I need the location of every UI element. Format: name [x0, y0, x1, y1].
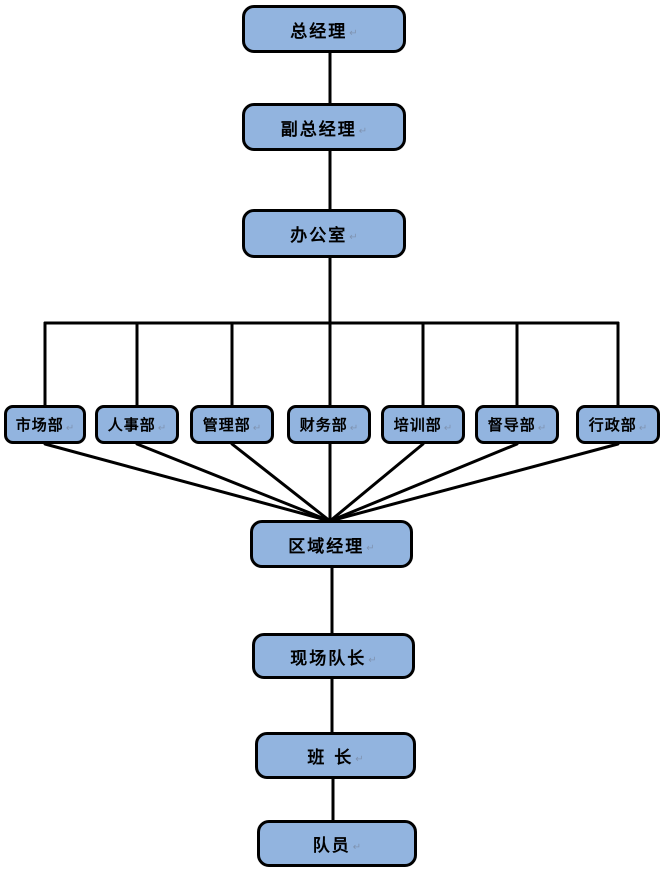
connector-line — [43, 442, 332, 523]
org-node-training-dept[interactable]: 培训部↵ — [381, 405, 465, 444]
paragraph-mark-icon: ↵ — [366, 542, 375, 554]
org-node-label: 行政部 — [588, 416, 637, 434]
paragraph-mark-icon: ↵ — [349, 27, 358, 39]
org-node-label: 副总经理 — [280, 119, 357, 140]
connector-line — [230, 442, 332, 523]
org-node-supervision-dept[interactable]: 督导部↵ — [475, 405, 559, 444]
paragraph-mark-icon: ↵ — [355, 754, 364, 765]
connector-line — [135, 442, 332, 523]
org-node-management-dept[interactable]: 管理部↵ — [190, 405, 274, 444]
connector-line — [328, 442, 519, 523]
connector-line — [328, 442, 620, 523]
org-node-label: 队员 — [312, 836, 351, 856]
org-node-label: 现场队长 — [290, 648, 367, 669]
paragraph-mark-icon: ↵ — [638, 423, 648, 434]
org-node-label: 班 长 — [307, 748, 354, 768]
org-node-label: 培训部 — [393, 416, 442, 434]
org-node-label: 财务部 — [299, 416, 348, 434]
paragraph-mark-icon: ↵ — [65, 423, 75, 434]
paragraph-mark-icon: ↵ — [157, 423, 167, 434]
paragraph-mark-icon: ↵ — [537, 423, 547, 434]
paragraph-mark-icon: ↵ — [349, 423, 359, 434]
org-node-site-captain[interactable]: 现场队长↵ — [252, 633, 415, 679]
org-node-label: 人事部 — [107, 416, 156, 434]
org-node-admin-dept[interactable]: 行政部↵ — [576, 405, 660, 444]
paragraph-mark-icon: ↵ — [349, 232, 358, 243]
org-node-label: 办公室 — [290, 226, 348, 246]
org-node-office[interactable]: 办公室↵ — [242, 209, 406, 258]
paragraph-mark-icon: ↵ — [352, 842, 362, 853]
paragraph-mark-icon: ↵ — [252, 423, 262, 434]
paragraph-mark-icon: ↵ — [443, 423, 453, 434]
paragraph-mark-icon: ↵ — [358, 125, 368, 137]
org-node-label: 管理部 — [202, 416, 251, 434]
connector-line — [328, 442, 425, 523]
org-node-marketing-dept[interactable]: 市场部↵ — [4, 405, 86, 444]
org-node-general-manager[interactable]: 总经理↵ — [242, 5, 406, 53]
org-node-label: 督导部 — [487, 416, 536, 434]
org-node-label: 总经理 — [290, 21, 348, 42]
org-node-finance-dept[interactable]: 财务部↵ — [287, 405, 371, 444]
org-node-regional-manager[interactable]: 区域经理↵ — [250, 520, 413, 568]
org-node-label: 市场部 — [15, 416, 64, 434]
org-node-squad-leader[interactable]: 班 长↵ — [255, 732, 416, 779]
org-node-deputy-general-manager[interactable]: 副总经理↵ — [242, 103, 406, 151]
org-node-hr-dept[interactable]: 人事部↵ — [95, 405, 179, 444]
org-node-label: 区域经理 — [288, 536, 365, 557]
paragraph-mark-icon: ↵ — [368, 654, 377, 666]
org-node-team-member[interactable]: 队员↵ — [257, 820, 417, 867]
